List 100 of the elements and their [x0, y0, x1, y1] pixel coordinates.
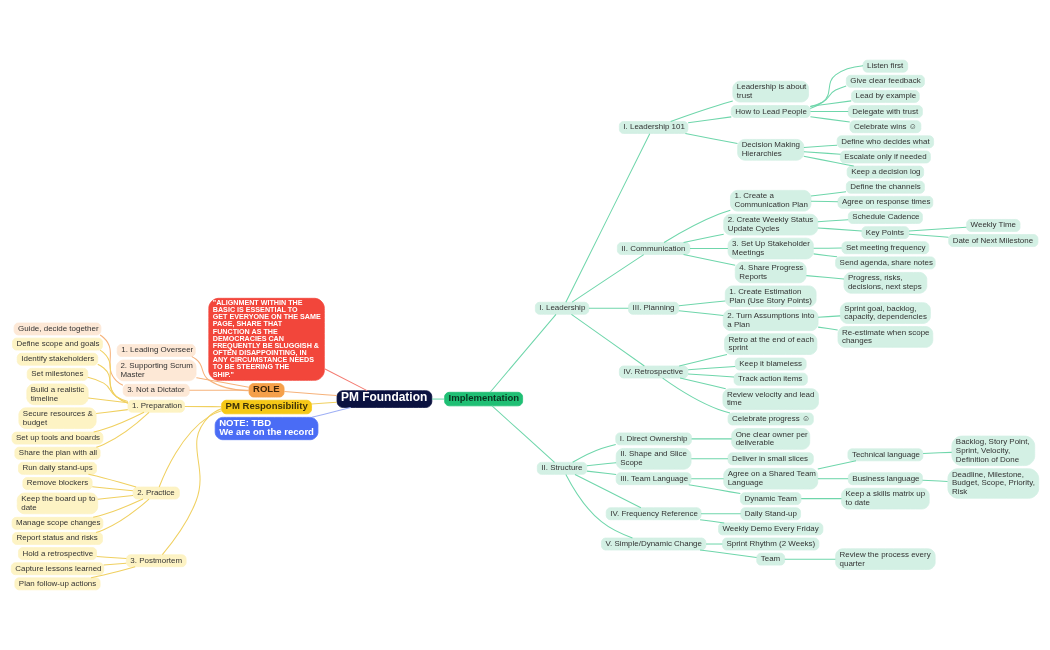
connector: [684, 132, 738, 145]
node-box: PM Responsibility: [221, 399, 312, 415]
connector: [690, 478, 725, 480]
node-box: Sprint goal, backlog, capacity, dependencies: [840, 302, 931, 324]
connector: [700, 513, 742, 515]
connector: [908, 226, 967, 232]
node-box: PM Foundation: [336, 390, 433, 408]
node-box: Implementation: [444, 391, 523, 407]
node-box: Sprint Rhythm (2 Weeks): [722, 537, 820, 551]
node-box: Backlog, Story Point, Sprint, Velocity, Definition of Done: [951, 435, 1036, 466]
connector: [803, 151, 841, 155]
connector: [678, 353, 728, 367]
node-box: II. Structure: [536, 462, 588, 475]
connector: [191, 356, 250, 392]
connector: [670, 100, 734, 122]
connector: [803, 144, 838, 148]
node-box: Agree on response times: [837, 196, 934, 209]
connector: [95, 412, 150, 448]
connector: [813, 253, 838, 258]
connector: [687, 365, 736, 371]
node-box: Set up tools and boards: [11, 431, 104, 445]
connector: [689, 248, 729, 250]
node-box: Define scope and goals: [12, 337, 103, 351]
connector: [691, 438, 733, 440]
connector: [93, 411, 145, 433]
node-box: ROLE: [248, 383, 285, 398]
node-box: Share the plan with all: [14, 446, 101, 460]
connector: [586, 470, 617, 475]
node-box: Capture lessons learned: [10, 562, 105, 576]
connector: [97, 363, 129, 404]
node-box: Secure resources & budget: [18, 407, 97, 429]
node-box: 1. Create a Communication Plan: [730, 190, 812, 212]
node-box: Team: [756, 552, 786, 566]
connector: [687, 116, 732, 124]
connector: [99, 349, 129, 404]
connector: [431, 398, 446, 400]
node-box: Daily Stand-up: [740, 507, 801, 521]
connector: [678, 300, 726, 307]
connector: [586, 462, 617, 467]
node-box: Define who decides what: [836, 135, 934, 149]
node-box: Set meeting frequency: [841, 241, 930, 255]
connector: [817, 315, 841, 318]
node-box: 4. Share Progress Reports: [734, 261, 807, 284]
connector: [705, 543, 723, 545]
connector: [810, 200, 839, 203]
connector: [817, 326, 839, 331]
node-box: III. Team Language: [615, 472, 692, 486]
node-box: Weekly Time: [966, 219, 1021, 232]
connector: [103, 562, 127, 566]
node-box: Progress, risks, decisions, next steps: [843, 272, 928, 294]
node-box: Keep the board up to date: [16, 492, 99, 515]
connector: [97, 494, 134, 500]
connector: [699, 549, 758, 558]
connector: [87, 473, 137, 488]
node-box: Define the channels: [845, 180, 925, 194]
connector: [817, 227, 863, 232]
node-box: Deadline, Milestone, Budget, Scope, Priority, Risk: [947, 468, 1040, 499]
node-box: Remove blockers: [22, 477, 93, 490]
node-box: 2. Practice: [132, 486, 180, 500]
connector: [690, 458, 729, 460]
connector: [662, 377, 731, 414]
connector: [683, 233, 725, 244]
node-box: Review the process every quarter: [835, 548, 936, 570]
connector: [803, 155, 855, 167]
connector: [184, 405, 222, 408]
connector: [809, 100, 852, 107]
connector: [810, 191, 847, 197]
node-box: 1. Create Estimation Plan (Use Story Points): [724, 285, 817, 308]
node-box: Review velocity and lead time: [722, 388, 819, 410]
connector: [283, 391, 338, 397]
connector: [91, 486, 134, 492]
node-box: Weekly Demo Every Friday: [718, 522, 824, 536]
connector: [809, 116, 851, 123]
node-box: Manage scope changes: [11, 516, 104, 530]
node-box: Delegate with trust: [847, 105, 923, 118]
node-box: 2. Turn Assumptions into a Plan: [722, 309, 819, 331]
node-box: Agree on a Shared Team Language: [723, 467, 819, 490]
connector: [87, 376, 129, 403]
connector: [195, 377, 250, 388]
node-box: Deliver in small slices: [727, 452, 814, 466]
connector: [699, 519, 725, 524]
connector: [96, 555, 127, 560]
connector: [817, 478, 849, 480]
connector: [817, 460, 857, 470]
node-box: Decision Making Hierarchies: [737, 139, 805, 161]
connector: [784, 558, 836, 560]
node-box: 2. Create Weekly Status Update Cycles: [723, 213, 819, 236]
node-box: 2. Supporting Scrum Master: [116, 359, 197, 382]
connector: [663, 209, 731, 243]
node-box: Build a realistic timeline: [26, 383, 89, 406]
node-box: Date of Next Milestone: [948, 234, 1039, 247]
node-box: Run daily stand-ups: [18, 462, 97, 475]
connector: [678, 310, 724, 316]
node-box: 3. Postmortem: [125, 554, 187, 568]
node-box: I. Direct Ownership: [615, 432, 692, 446]
node-box: I. Leadership 101: [619, 121, 689, 134]
node-box: One clear owner per deliverable: [731, 428, 811, 450]
connector: [92, 498, 144, 518]
connector: [688, 484, 741, 495]
node-box: Send agenda, share notes: [835, 256, 936, 270]
